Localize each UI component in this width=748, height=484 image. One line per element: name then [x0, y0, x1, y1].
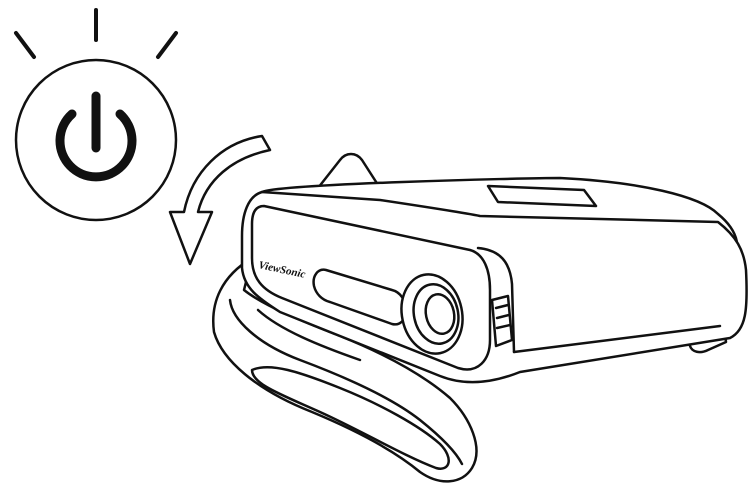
projector-side-edge	[476, 246, 516, 354]
projector-stand	[212, 256, 478, 483]
stand-flange	[256, 308, 362, 362]
glow-ray-left-icon	[14, 31, 36, 59]
top-vent	[486, 184, 598, 208]
stand-inner-rim	[228, 298, 464, 466]
lens-assembly	[400, 273, 464, 355]
glow-ray-right-icon	[156, 31, 178, 59]
projector-body	[240, 176, 748, 384]
power-symbol-arc	[55, 109, 137, 182]
stand-recess	[250, 366, 450, 470]
power-button-ring	[14, 58, 178, 222]
power-icon	[14, 8, 178, 222]
focus-wheel	[490, 294, 514, 348]
projector-bottom-edge	[512, 324, 722, 354]
curved-arrow-icon	[168, 134, 272, 266]
